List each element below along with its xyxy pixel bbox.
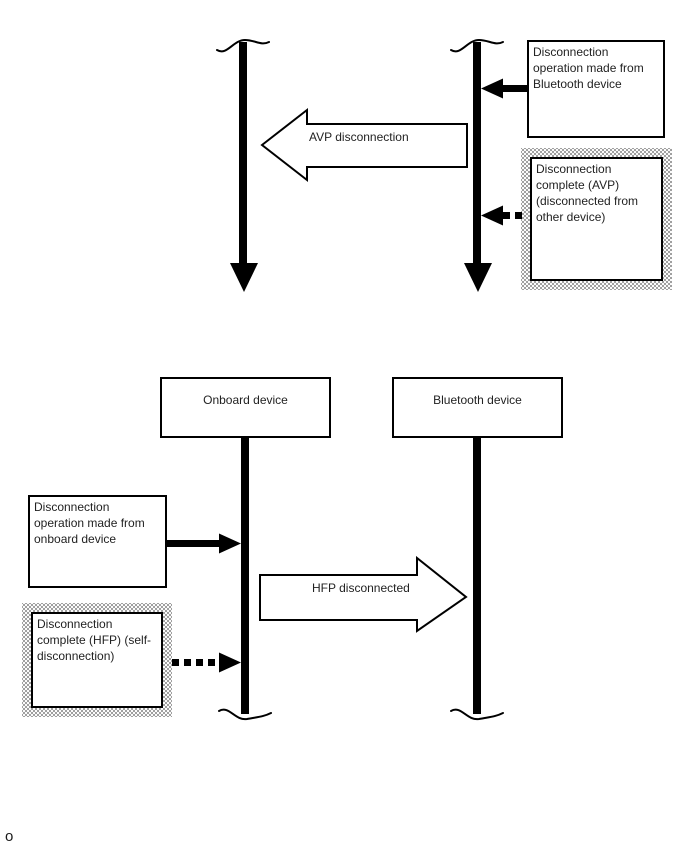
avp-complete-box: Disconnection complete (AVP) (disconnect… — [530, 157, 663, 281]
avp-arrow-label: AVP disconnection — [309, 130, 409, 144]
hfp-block-arrow — [258, 556, 470, 634]
top-left-lifeline — [239, 42, 247, 264]
onboard-lifeline — [241, 438, 249, 714]
bottom-dashed-arrow-right-icon — [172, 650, 242, 675]
hfp-arrow-label: HFP disconnected — [312, 581, 410, 595]
onboard-device-label: Onboard device — [203, 393, 288, 407]
top-right-lifeline — [473, 42, 481, 264]
footer-char: o — [5, 828, 14, 845]
onboard-operation-box: Disconnection operation made from onboar… — [28, 495, 167, 588]
top-right-wave-break-icon — [449, 33, 505, 57]
top-dashed-arrow-left-icon — [479, 203, 523, 228]
bottom-solid-arrow-right-icon — [167, 531, 243, 556]
bluetooth-lifeline — [473, 438, 481, 714]
hfp-complete-box-hatch: Disconnection complete (HFP) (self- disc… — [22, 603, 172, 717]
hfp-complete-box: Disconnection complete (HFP) (self- disc… — [31, 612, 163, 708]
top-bluetooth-operation-box: Disconnection operation made from Blueto… — [527, 40, 665, 138]
avp-complete-box-hatch: Disconnection complete (AVP) (disconnect… — [521, 148, 672, 290]
top-left-lifeline-arrowhead-icon — [229, 262, 259, 293]
bluetooth-device-header-box: Bluetooth device — [392, 377, 563, 438]
top-left-wave-break-icon — [215, 33, 271, 57]
onboard-device-header-box: Onboard device — [160, 377, 331, 438]
avp-block-arrow — [258, 106, 470, 184]
bluetooth-device-label: Bluetooth device — [433, 393, 522, 407]
top-right-lifeline-arrowhead-icon — [463, 262, 493, 293]
bluetooth-wave-break-icon — [449, 702, 505, 726]
top-solid-arrow-left-icon — [479, 76, 527, 101]
onboard-wave-break-icon — [217, 702, 273, 726]
